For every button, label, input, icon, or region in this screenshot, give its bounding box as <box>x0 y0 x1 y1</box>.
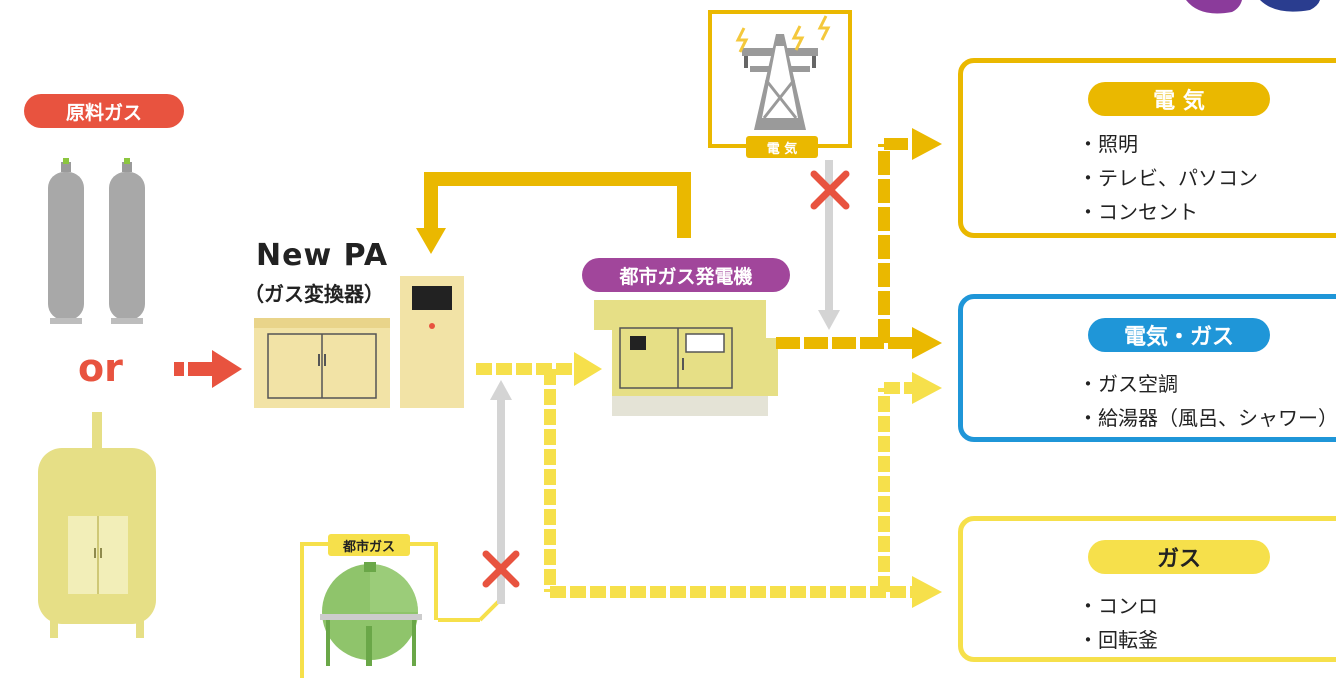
city-gas-line <box>438 380 520 622</box>
list-item: ・ガス空調 <box>1078 372 1178 396</box>
new-pa-subtitle: （ガス変換器） <box>244 282 384 306</box>
list-item: ・照明 <box>1078 132 1138 156</box>
gas-supply-line <box>544 369 942 608</box>
storage-tank-icon <box>38 412 156 638</box>
pylon-icon <box>742 34 818 130</box>
list-item: ・テレビ、パソコン <box>1078 166 1258 190</box>
grid-power-line <box>810 160 850 330</box>
feedback-line <box>416 172 691 254</box>
new-pa-title: New PA <box>256 238 389 273</box>
raw-gas-label: 原料ガス <box>24 94 184 128</box>
gas-title: ガス <box>1088 540 1270 574</box>
generator-machine-icon <box>594 300 778 416</box>
list-item: ・コンロ <box>1078 594 1158 618</box>
city-gas-tank-box <box>300 542 438 678</box>
generator-label: 都市ガス発電機 <box>582 258 790 292</box>
gas-cylinder-icon <box>48 158 84 324</box>
top-decoration-navy <box>1260 0 1320 12</box>
pylon-label: 電 気 <box>746 136 818 158</box>
power-pylon-box <box>708 10 852 148</box>
or-label: or <box>78 346 123 390</box>
blocked-cross-icon <box>810 170 850 210</box>
top-decoration-purple <box>1186 0 1242 14</box>
pa-to-generator-line <box>476 352 602 386</box>
list-item: ・給湯器（風呂、シャワー） <box>1078 406 1336 430</box>
blocked-cross-icon <box>482 550 520 588</box>
electricity-gas-title: 電気・ガス <box>1088 318 1270 352</box>
new-pa-machine-icon <box>254 276 464 408</box>
list-item: ・回転釜 <box>1078 628 1158 652</box>
generator-output-line <box>776 128 942 359</box>
list-item: ・コンセント <box>1078 200 1198 224</box>
electricity-title: 電 気 <box>1088 82 1270 116</box>
gas-cylinder-icon <box>109 158 145 324</box>
input-arrow-icon <box>174 350 242 388</box>
city-gas-label: 都市ガス <box>328 534 410 556</box>
